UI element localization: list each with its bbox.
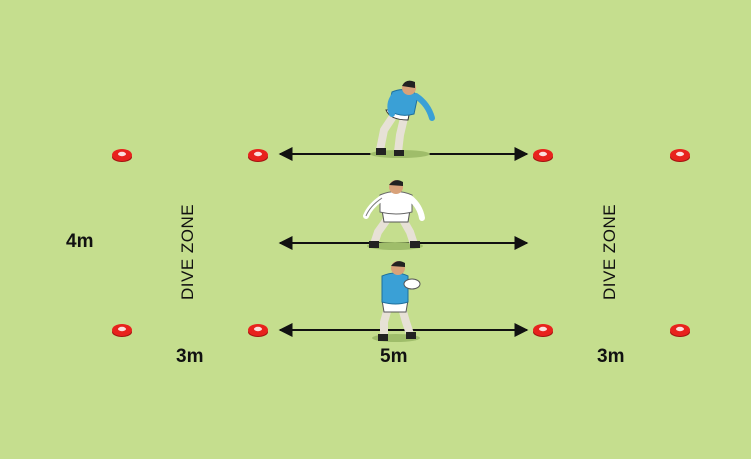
- cone-icon: [248, 149, 268, 162]
- cone-icon: [533, 324, 553, 337]
- cone-icon: [533, 149, 553, 162]
- player-icon: [363, 180, 425, 250]
- player-icon: [372, 261, 421, 342]
- cone-icon: [670, 149, 690, 162]
- cone-icon: [248, 324, 268, 337]
- dive-zone-label-left: DIVE ZONE: [178, 204, 197, 300]
- gap-label-middle: 5m: [380, 346, 407, 367]
- cone-icon: [112, 324, 132, 337]
- cone-icon: [112, 149, 132, 162]
- gap-label-left: 3m: [176, 346, 203, 367]
- gap-label-right: 3m: [597, 346, 624, 367]
- dive-zone-label-right: DIVE ZONE: [600, 204, 619, 300]
- cone-icon: [670, 324, 690, 337]
- width-label-left: 4m: [66, 231, 93, 252]
- player-icon: [370, 80, 435, 158]
